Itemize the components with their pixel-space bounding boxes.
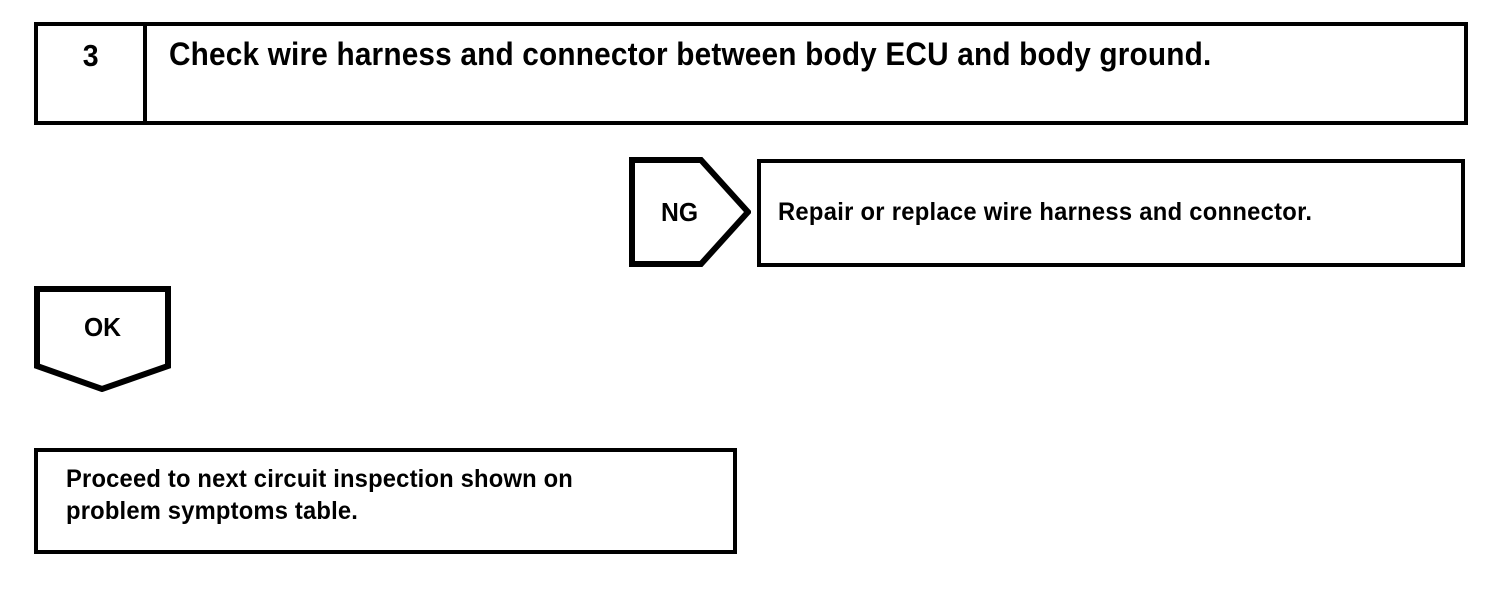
proceed-result-text: Proceed to next circuit inspection shown… [66,463,573,527]
proceed-result-line-2: problem symptoms table. [66,497,359,525]
ok-label-wrap: OK [34,286,171,368]
step-number: 3 [82,38,99,73]
step-title: Check wire harness and connector between… [169,36,1212,72]
proceed-result-box: Proceed to next circuit inspection shown… [34,448,737,554]
ok-branch-arrow: OK [34,286,171,392]
step-box: 3 Check wire harness and connector betwe… [34,22,1468,125]
ng-arrow-shape [629,157,751,267]
ng-label: NG [660,197,698,227]
ok-arrow-shape [34,286,171,392]
ng-branch-arrow: NG [629,157,751,267]
step-number-cell: 3 [38,26,147,121]
step-title-cell: Check wire harness and connector between… [151,26,1464,121]
ok-label: OK [83,312,122,342]
repair-result-text: Repair or replace wire harness and conne… [778,198,1313,227]
repair-result-box: Repair or replace wire harness and conne… [757,159,1465,267]
ng-label-wrap: NG [629,157,729,267]
proceed-result-line-1: Proceed to next circuit inspection shown… [66,465,574,493]
